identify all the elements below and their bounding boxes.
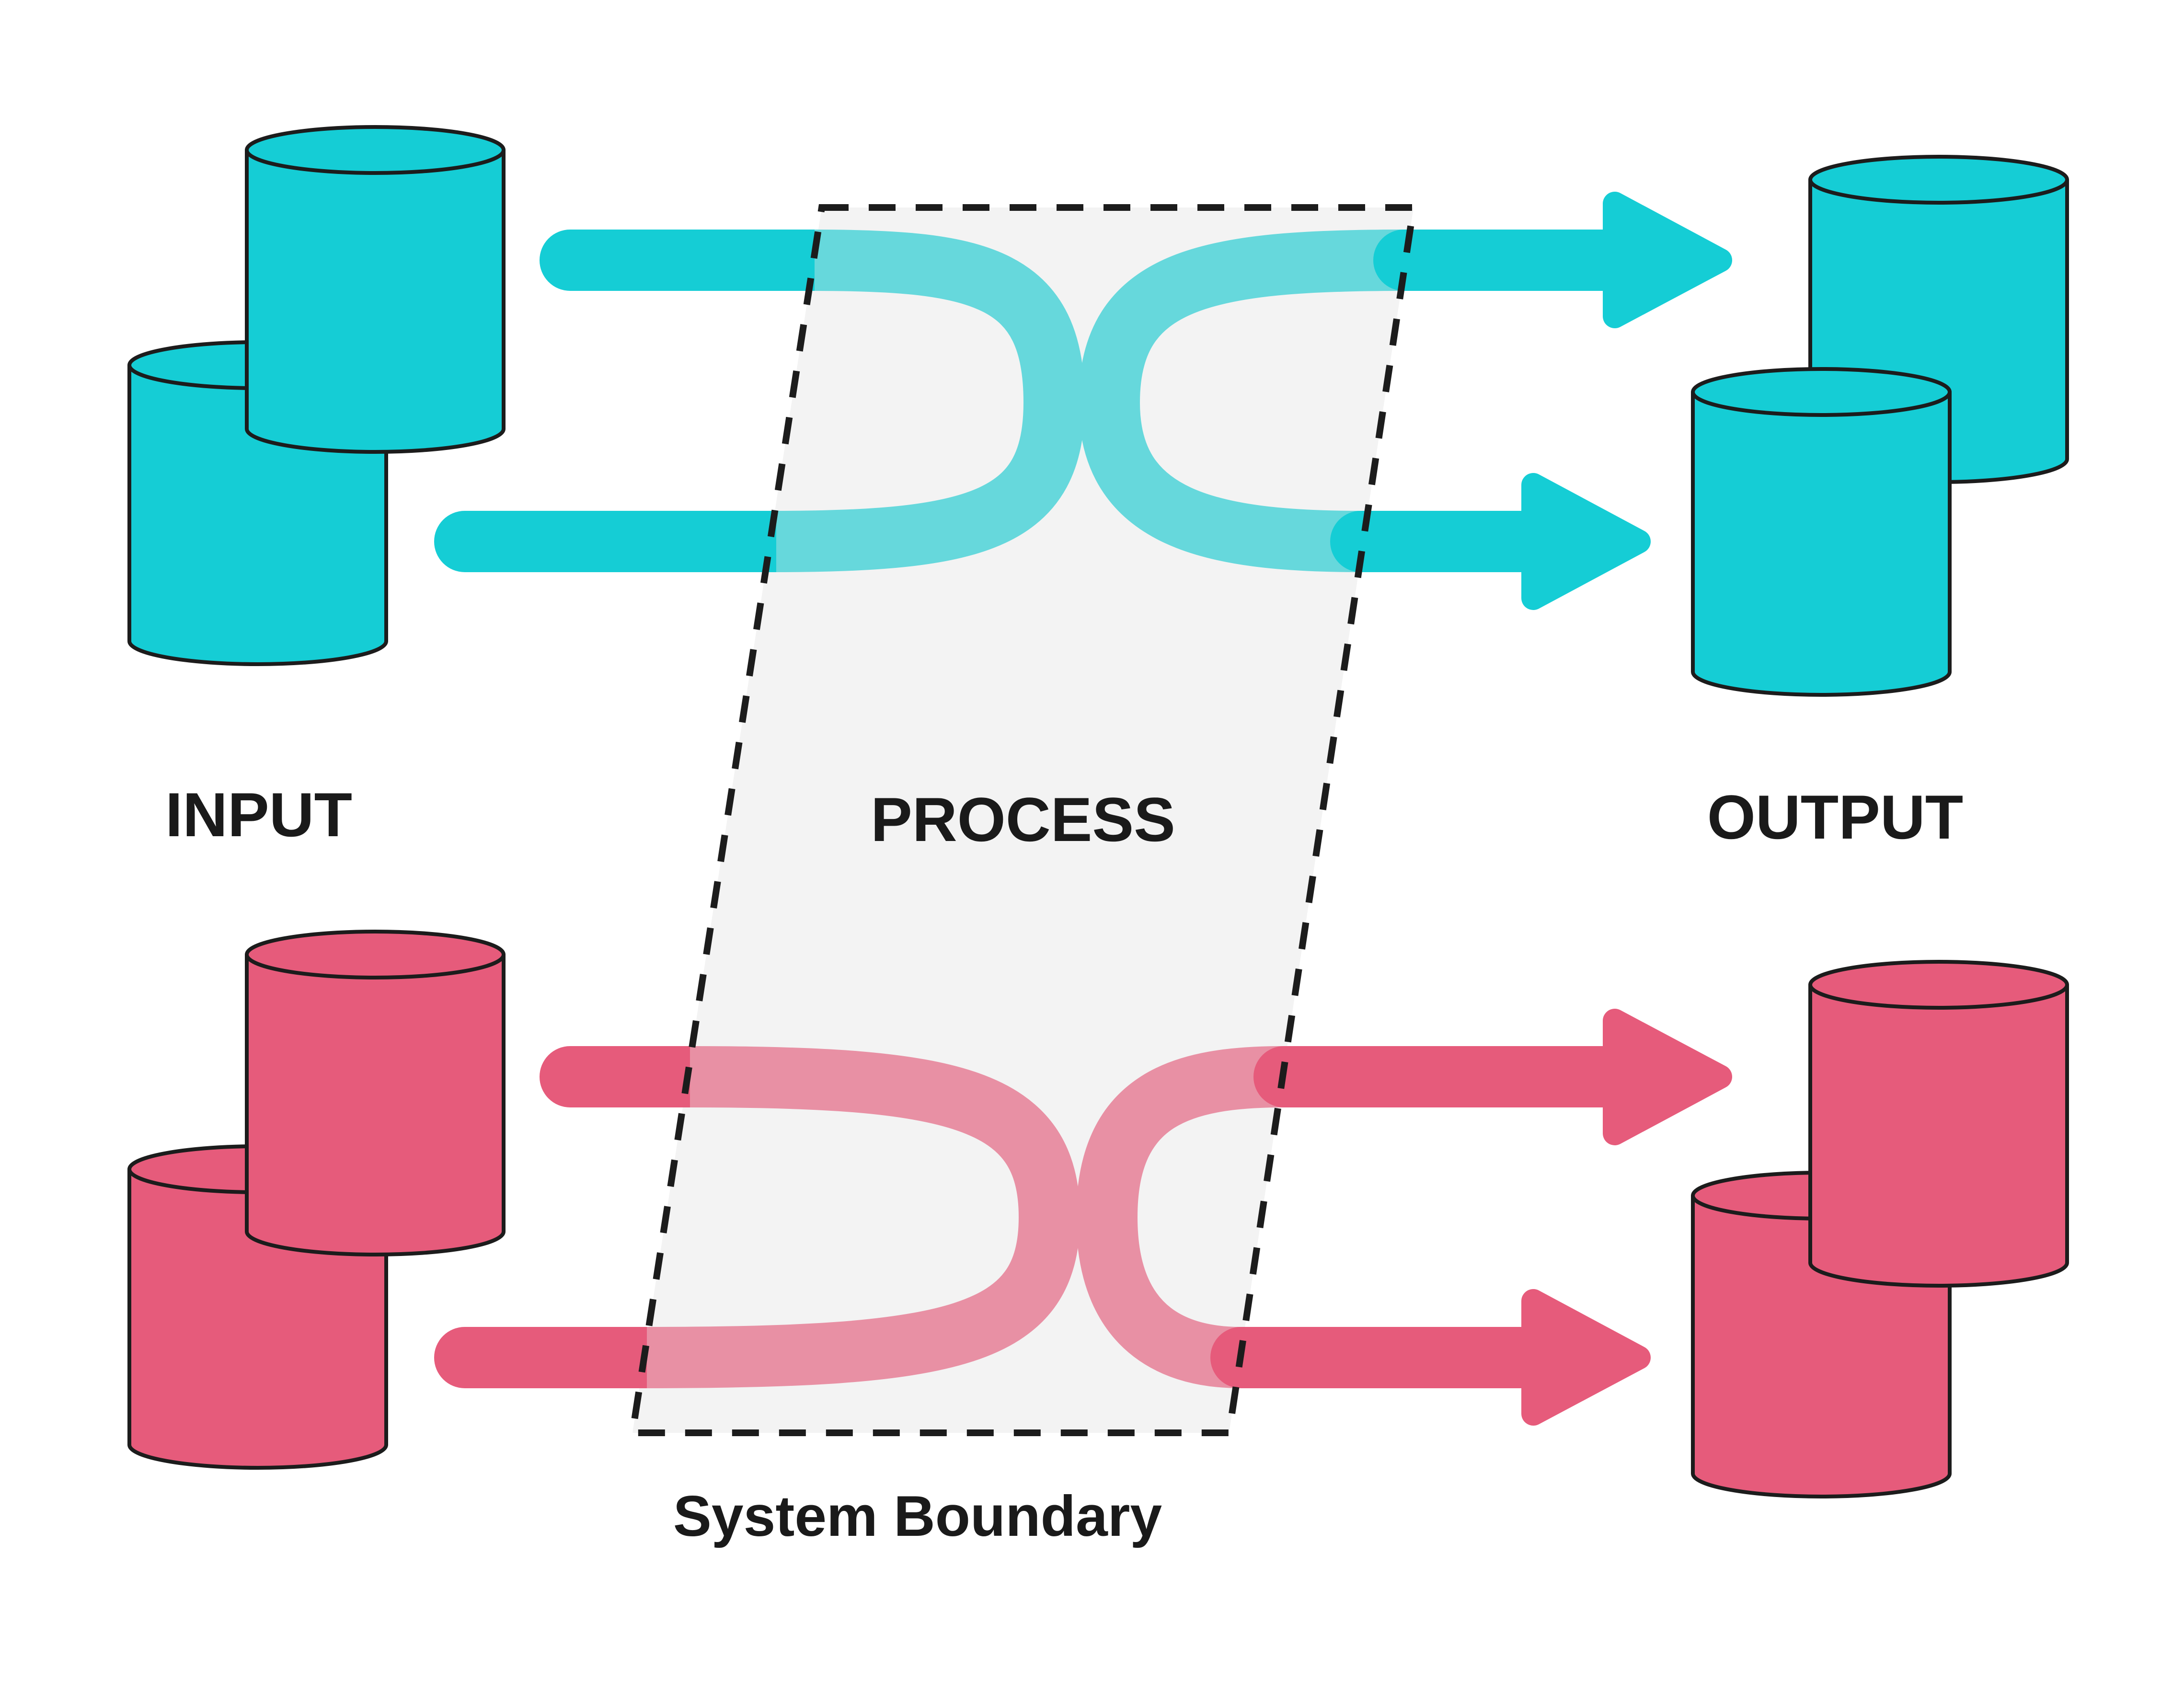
- input-cyan-database-front: [245, 125, 506, 454]
- process-label: PROCESS: [871, 784, 1175, 854]
- cyan-arrow-head-bottom: [1521, 473, 1651, 610]
- cyan-crossing-bottom-to-top: [1078, 230, 1404, 572]
- output-pink-database-front: [1808, 960, 2069, 1288]
- cyan-crossing-top-to-bottom: [776, 230, 1085, 572]
- input-pink-database-front: [245, 930, 506, 1256]
- output-label: OUTPUT: [1707, 782, 1963, 852]
- pink-crossing-bottom-to-top: [1076, 1046, 1285, 1388]
- pink-arrow-head-top: [1603, 1009, 1732, 1145]
- pink-flows: [434, 1009, 1732, 1426]
- pink-crossing-top-to-bottom: [646, 1046, 1081, 1388]
- pink-arrow-head-bottom: [1521, 1289, 1651, 1426]
- system-boundary-label: System Boundary: [673, 1484, 1162, 1548]
- output-cyan-database-front: [1691, 367, 1952, 697]
- system-boundary-outline: [628, 204, 1418, 1436]
- cyan-flows: [434, 192, 1732, 610]
- input-label: INPUT: [165, 780, 352, 850]
- cyan-arrow-head-top: [1603, 192, 1732, 328]
